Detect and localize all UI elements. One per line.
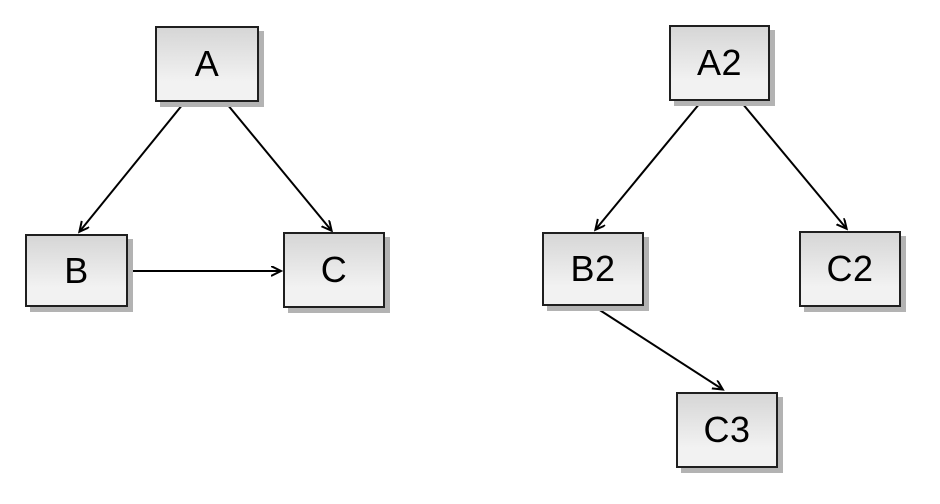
node-label: C2 — [826, 248, 874, 289]
node-label: B — [64, 249, 89, 291]
node-C2[interactable]: C2 — [799, 231, 901, 307]
node-C[interactable]: C — [283, 232, 385, 308]
node-label: A — [194, 43, 220, 84]
node-label: A2 — [696, 42, 743, 83]
edge-A2-B2 — [596, 102, 701, 229]
node-B2[interactable]: B2 — [542, 232, 644, 306]
node-A2[interactable]: A2 — [669, 25, 770, 101]
edge-B2-C3 — [594, 306, 722, 389]
node-label: C — [320, 249, 348, 290]
node-A[interactable]: A — [155, 26, 259, 102]
node-label: B2 — [570, 248, 616, 289]
node-C3[interactable]: C3 — [676, 392, 778, 468]
edge-A2-C2 — [741, 102, 846, 228]
edge-A-C — [226, 103, 331, 230]
node-label: C3 — [703, 409, 751, 450]
edge-A-B — [80, 103, 184, 231]
node-B[interactable]: B — [25, 234, 128, 307]
